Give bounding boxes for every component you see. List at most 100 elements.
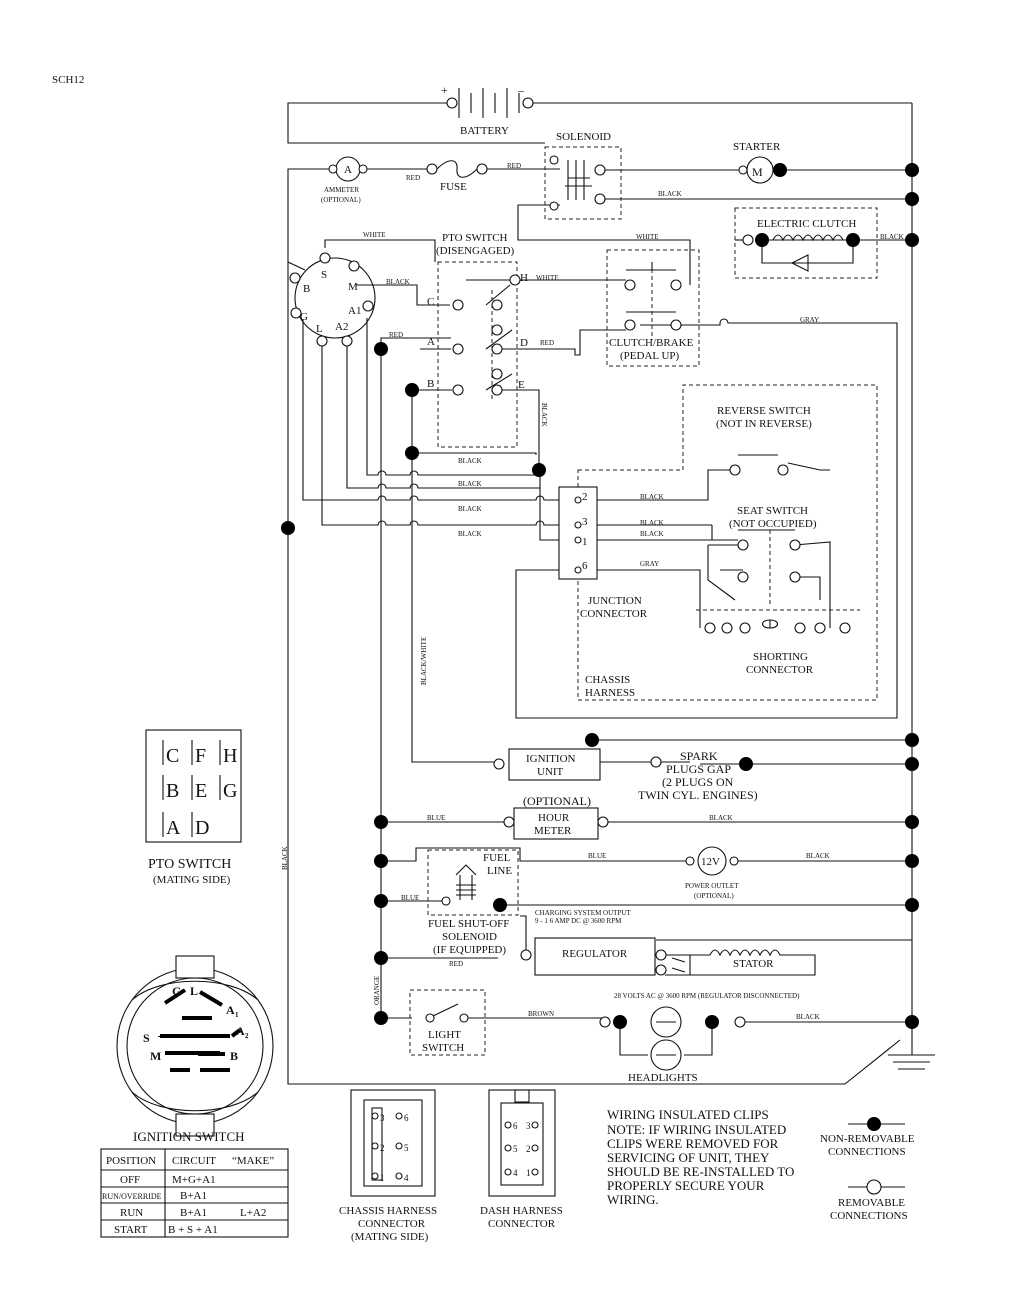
junction-label: JUNCTION bbox=[588, 595, 642, 607]
note-line: CLIPS WERE REMOVED FOR bbox=[607, 1136, 779, 1151]
table-row-run-make: L+A2 bbox=[240, 1207, 266, 1219]
charging-output-label: CHARGING SYSTEM OUTPUT bbox=[535, 909, 631, 917]
spark-plugs: SPARK PLUGS GAP (2 PLUGS ON TWIN CYL. EN… bbox=[638, 749, 758, 802]
pto-pin-b: B bbox=[166, 780, 179, 802]
fuse-label: FUSE bbox=[440, 181, 467, 193]
wire-label-black: BLACK bbox=[806, 852, 830, 860]
ign-terminal-s: S bbox=[321, 269, 327, 281]
wire-label-brown: BROWN bbox=[528, 1010, 554, 1018]
wires bbox=[287, 102, 935, 1085]
fuel-solenoid-label: FUEL SHUT-OFF bbox=[428, 918, 509, 930]
chassis-harness-connector: 3 6 2 5 1 4 CHASSIS HARNESS CONNECTOR (M… bbox=[339, 1089, 437, 1243]
dash-pin-5: 5 bbox=[513, 1144, 518, 1154]
chassis-pin-6: 6 bbox=[404, 1113, 409, 1123]
ignition-circuit-table: POSITION CIRCUIT “MAKE” OFF M+G+A1 RUN/O… bbox=[100, 1148, 289, 1238]
battery: + – BATTERY bbox=[441, 83, 534, 137]
ign-terminal-a1: A1 bbox=[348, 305, 361, 317]
ign-terminal-b: B bbox=[303, 283, 310, 295]
wire-label-black: BLACK bbox=[640, 519, 664, 527]
wire-label-orange: ORANGE bbox=[373, 976, 381, 1005]
note-line: NOTE: IF WIRING INSULATED bbox=[607, 1122, 786, 1137]
legend: NON-REMOVABLE CONNECTIONS REMOVABLE CONN… bbox=[820, 1117, 915, 1222]
non-removable-junctions bbox=[281, 163, 919, 1029]
ignition-switch-face: G L A 1 S A 2 M B IGNITION SWITCH bbox=[116, 955, 274, 1144]
wire-label-white: WHITE bbox=[636, 233, 659, 241]
ammeter: A AMMETER (OPTIONAL) bbox=[321, 156, 368, 204]
stator: STATOR 28 VOLTS AC @ 3600 RPM (REGULATOR… bbox=[614, 949, 816, 1000]
fuel-line-label: FUEL bbox=[483, 852, 511, 864]
pto-switch-state: (DISENGAGED) bbox=[436, 245, 515, 257]
hour-meter-label-2: METER bbox=[534, 825, 572, 837]
wire-labels: RED RED BLACK WHITE WHITE BLACK BLACK WH… bbox=[281, 162, 904, 1021]
shorting-connector-label: SHORTING bbox=[753, 651, 808, 663]
battery-positive-terminal bbox=[446, 97, 458, 109]
wire-label-gray: GRAY bbox=[640, 560, 659, 568]
junction-pin-2: 2 bbox=[582, 491, 588, 503]
starter-label: STARTER bbox=[733, 141, 781, 153]
regulator-label: REGULATOR bbox=[562, 948, 628, 960]
reverse-switch-label: REVERSE SWITCH bbox=[717, 405, 811, 417]
pto-pin-c: C bbox=[166, 745, 179, 767]
chassis-connector-label: CHASSIS HARNESS bbox=[339, 1205, 437, 1217]
pto-mating-label: PTO SWITCH bbox=[148, 857, 231, 872]
ign-face-b: B bbox=[230, 1049, 238, 1063]
wire-label-black-white: BLACK/WHITE bbox=[420, 637, 428, 685]
fuel-solenoid-label-2: SOLENOID bbox=[442, 931, 497, 943]
wire-label-red: RED bbox=[389, 331, 403, 339]
chassis-harness-label: CHASSIS bbox=[585, 674, 630, 686]
solenoid: SOLENOID bbox=[544, 131, 622, 220]
chassis-pin-4: 4 bbox=[404, 1173, 409, 1183]
wire-label-blue: BLUE bbox=[401, 894, 419, 902]
ign-face-a1-sub: 1 bbox=[235, 1011, 239, 1019]
wire-label-black: BLACK bbox=[658, 190, 682, 198]
fuel-line-label-2: LINE bbox=[487, 865, 512, 877]
wire-label-blue: BLUE bbox=[588, 852, 606, 860]
hour-meter-label: HOUR bbox=[538, 812, 570, 824]
wire-label-white: WHITE bbox=[536, 274, 559, 282]
legend-nonremovable-label-2: CONNECTIONS bbox=[828, 1146, 906, 1158]
table-row-override-circuit: B+A1 bbox=[180, 1190, 207, 1202]
table-row-start-circuit: B + S + A1 bbox=[168, 1224, 218, 1236]
hour-meter: (OPTIONAL) HOUR METER bbox=[503, 794, 609, 840]
ignition-switch-title: IGNITION SWITCH bbox=[133, 1129, 245, 1144]
ammeter-optional: (OPTIONAL) bbox=[321, 196, 361, 204]
chassis-connector-note: (MATING SIDE) bbox=[351, 1231, 429, 1243]
pto-mating-note: (MATING SIDE) bbox=[153, 874, 231, 886]
schematic-code: SCH12 bbox=[52, 74, 84, 86]
table-row-off-circuit: M+G+A1 bbox=[172, 1174, 216, 1186]
pto-switch: C H A D B E PTO SWITCH (DISENGAGED) bbox=[427, 232, 528, 448]
legend-nonremovable-label: NON-REMOVABLE bbox=[820, 1133, 915, 1145]
note-line: SHOULD BE RE-INSTALLED TO bbox=[607, 1164, 794, 1179]
seat-switch-label: SEAT SWITCH bbox=[737, 505, 808, 517]
seat-switch-state: (NOT OCCUPIED) bbox=[729, 518, 817, 530]
wire-label-black: BLACK bbox=[880, 233, 904, 241]
chassis-pin-2: 2 bbox=[380, 1143, 385, 1153]
ign-face-g: G bbox=[172, 984, 181, 998]
ign-face-a2-sub: 2 bbox=[245, 1032, 249, 1040]
fuel-shutoff-solenoid: FUEL LINE FUEL SHUT-OFF SOLENOID (IF EQU… bbox=[427, 849, 532, 961]
junction-connector: 2 3 1 6 JUNCTION CONNECTOR bbox=[558, 486, 648, 620]
light-switch: LIGHT SWITCH bbox=[409, 989, 486, 1056]
table-header-make: “MAKE” bbox=[232, 1155, 274, 1167]
pto-switch-label: PTO SWITCH bbox=[442, 232, 508, 244]
wire-label-blue: BLUE bbox=[427, 814, 445, 822]
ign-terminal-g: G bbox=[300, 311, 308, 323]
note-line: PROPERLY SECURE YOUR bbox=[607, 1178, 765, 1193]
wire-label-red: RED bbox=[449, 960, 463, 968]
chassis-pin-1: 1 bbox=[380, 1173, 385, 1183]
headlights: HEADLIGHTS bbox=[599, 1006, 746, 1084]
ign-face-m: M bbox=[150, 1049, 161, 1063]
wire-label-black: BLACK bbox=[458, 505, 482, 513]
starter: M STARTER bbox=[733, 141, 781, 184]
pto-terminal-d: D bbox=[520, 337, 528, 349]
wire-label-black: BLACK bbox=[458, 457, 482, 465]
wire-label-black: BLACK bbox=[386, 278, 410, 286]
table-header-circuit: CIRCUIT bbox=[172, 1155, 216, 1167]
pto-pin-h: H bbox=[223, 745, 237, 767]
light-switch-label: LIGHT bbox=[428, 1029, 461, 1041]
ign-face-l: L bbox=[190, 984, 198, 998]
wire-label-black: BLACK bbox=[640, 530, 664, 538]
ign-terminal-m: M bbox=[348, 281, 358, 293]
wire-label-white: WHITE bbox=[363, 231, 386, 239]
